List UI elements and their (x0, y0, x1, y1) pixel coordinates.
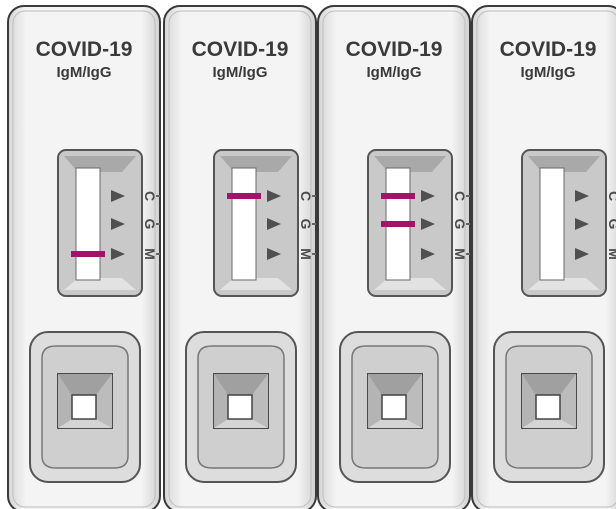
test-strip (75, 167, 101, 281)
funnel-face (96, 374, 112, 428)
window-bevel (64, 278, 136, 290)
funnel-face (368, 419, 422, 428)
marker-arrow (111, 218, 125, 230)
cassette-inner-edge (12, 10, 156, 508)
marker-arrow (421, 190, 435, 202)
cassette-subtitle: IgM/IgG (367, 64, 422, 81)
marker-label: G (298, 219, 314, 230)
marker-arrow (575, 248, 589, 260)
marker-label: C (298, 191, 314, 201)
funnel-face (560, 374, 576, 428)
cassette-inner-edge (322, 10, 466, 508)
funnel-face (406, 374, 422, 428)
marker-arrow (267, 248, 281, 260)
funnel-face (522, 419, 576, 428)
sample-well-opening (381, 394, 407, 420)
cassette-title: COVID-19 (192, 38, 289, 61)
marker-label: C (142, 191, 158, 201)
marker-label: G (142, 219, 158, 230)
funnel-face (214, 374, 268, 395)
marker-label: G (452, 219, 468, 230)
funnel-face (58, 374, 112, 395)
marker-arrow (111, 190, 125, 202)
window-bevel (220, 278, 292, 290)
marker-arrow (421, 218, 435, 230)
funnel-face (522, 374, 536, 428)
marker-label: M (606, 248, 616, 260)
result-band (227, 193, 261, 199)
cassette-inner-edge (476, 10, 616, 508)
marker-arrow (421, 248, 435, 260)
funnel-face (214, 419, 268, 428)
marker-arrow (575, 218, 589, 230)
marker-arrow (267, 190, 281, 202)
marker-arrow (575, 190, 589, 202)
cassette-subtitle: IgM/IgG (521, 64, 576, 81)
result-band (71, 251, 105, 257)
funnel-face (522, 374, 576, 395)
sample-well-opening (535, 394, 561, 420)
marker-label: M (298, 248, 314, 260)
window-bevel (528, 278, 600, 290)
marker-label: M (142, 248, 158, 260)
marker-label: C (452, 191, 468, 201)
funnel-face (252, 374, 268, 428)
marker-label: M (452, 248, 468, 260)
result-band (381, 193, 415, 199)
result-band (381, 221, 415, 227)
test-strip (539, 167, 565, 281)
marker-arrow (267, 218, 281, 230)
cassette-title: COVID-19 (346, 38, 443, 61)
cassette-subtitle: IgM/IgG (57, 64, 112, 81)
sample-well-opening (71, 394, 97, 420)
funnel-face (58, 419, 112, 428)
marker-label: C (606, 191, 616, 201)
test-strip (231, 167, 257, 281)
cassette-title: COVID-19 (500, 38, 597, 61)
cassette-inner-edge (168, 10, 312, 508)
cassette-title: COVID-19 (36, 38, 133, 61)
sample-well-opening (227, 394, 253, 420)
window-bevel (374, 278, 446, 290)
funnel-face (368, 374, 422, 395)
funnel-face (214, 374, 228, 428)
cassette-subtitle: IgM/IgG (213, 64, 268, 81)
marker-label: G (606, 219, 616, 230)
funnel-face (368, 374, 382, 428)
funnel-face (58, 374, 72, 428)
marker-arrow (111, 248, 125, 260)
